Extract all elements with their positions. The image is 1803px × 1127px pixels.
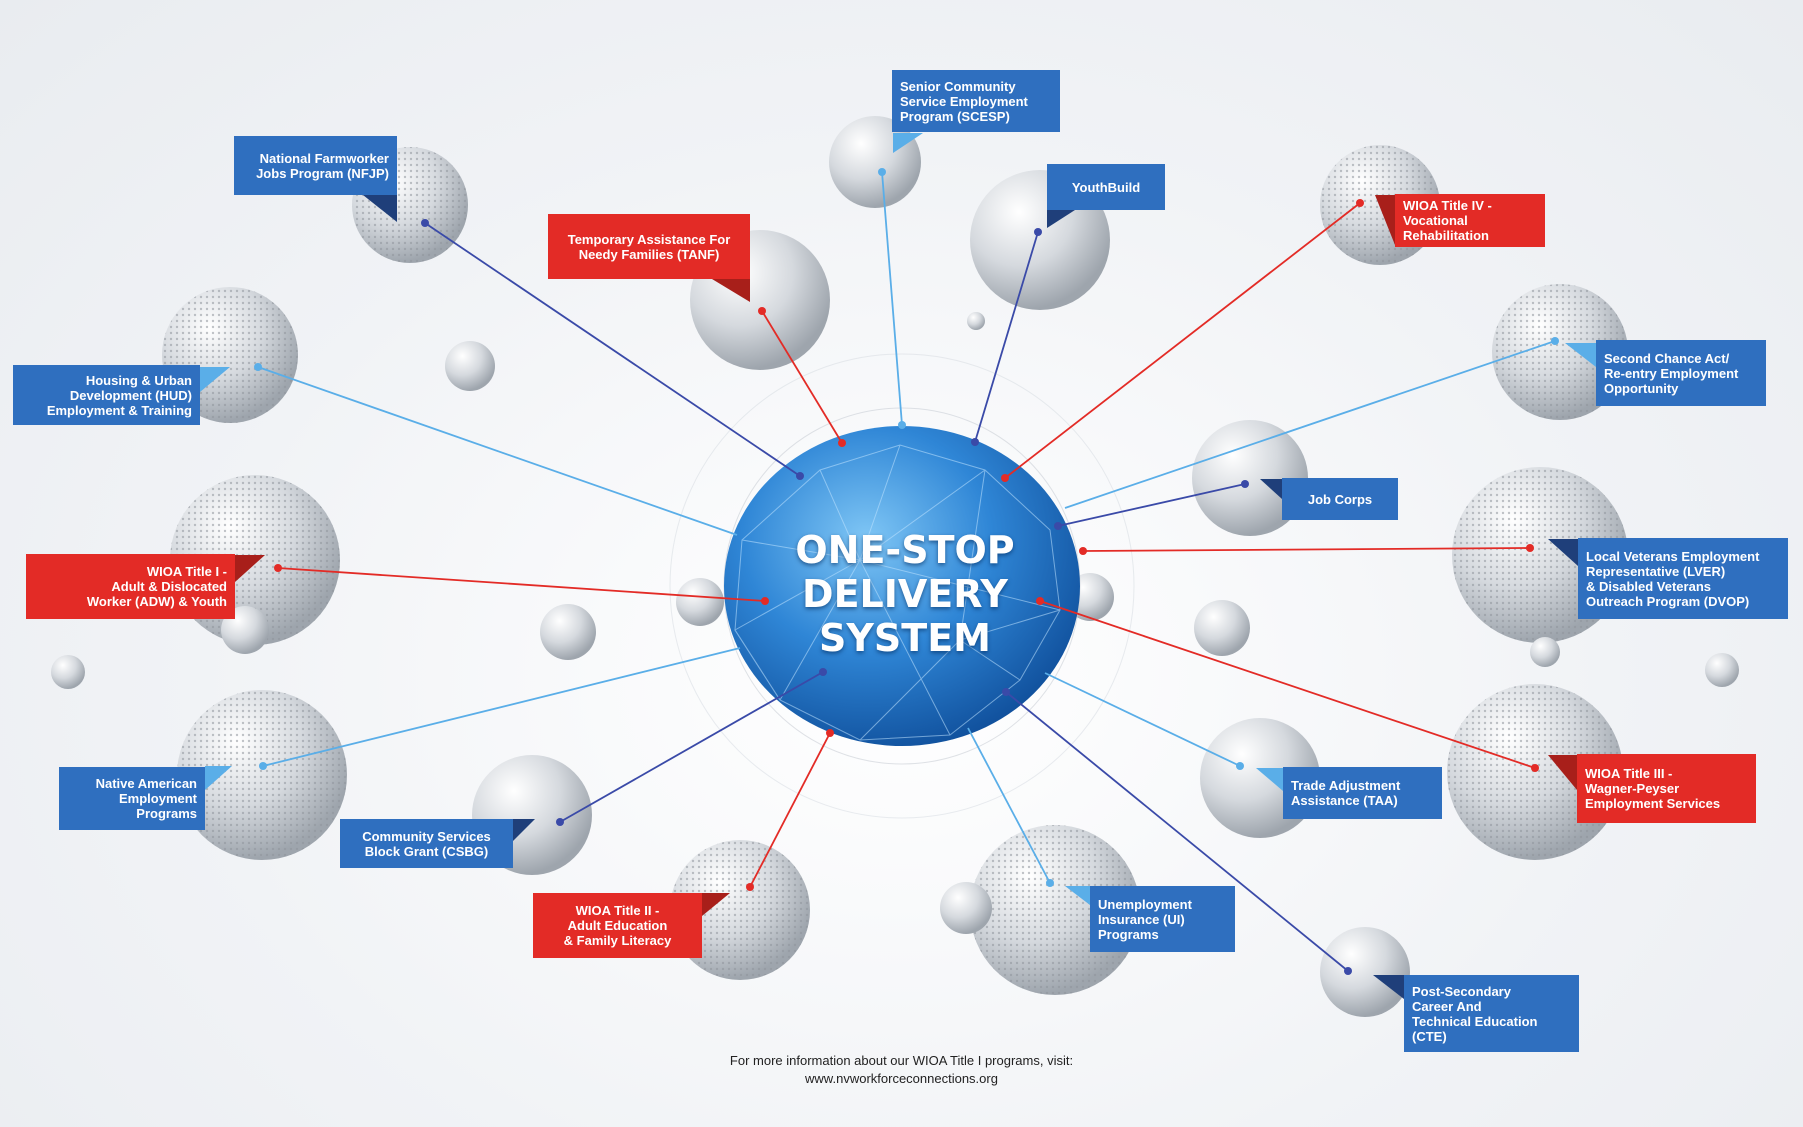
sphere — [177, 690, 347, 860]
label-text: Unemployment Insurance (UI) Programs — [1098, 896, 1192, 942]
sphere — [940, 882, 992, 934]
label-text: WIOA Title IV - Vocational Rehabilitatio… — [1403, 198, 1492, 243]
label-scesp: Senior Community Service Employment Prog… — [892, 70, 1060, 132]
label-taa: Trade Adjustment Assistance (TAA) — [1283, 767, 1442, 819]
sphere — [676, 578, 724, 626]
label-text: Job Corps — [1307, 491, 1373, 507]
label-second-chance: Second Chance Act/ Re-entry Employment O… — [1596, 340, 1766, 406]
label-pointers — [200, 133, 1596, 999]
label-tanf: Temporary Assistance For Needy Families … — [548, 214, 750, 279]
sphere — [967, 312, 985, 330]
label-job-corps: Job Corps — [1282, 478, 1398, 520]
connector-job-corps — [1057, 483, 1246, 527]
connector-csbg — [559, 671, 824, 823]
label-wioa-iii: WIOA Title III - Wagner-Peyser Employmen… — [1577, 754, 1756, 823]
label-text: WIOA Title III - Wagner-Peyser Employmen… — [1585, 766, 1721, 811]
center-title: ONE-STOP DELIVERY SYSTEM — [795, 528, 1015, 660]
label-text: Second Chance Act/ Re-entry Employment O… — [1604, 350, 1739, 396]
sphere — [1320, 927, 1410, 1017]
label-text: WIOA Title I - Adult & Dislocated Worker… — [86, 564, 227, 609]
footer: For more information about our WIOA Titl… — [600, 1052, 1203, 1088]
label-text: WIOA Title II - Adult Education & Family… — [563, 903, 672, 948]
connector-second-chance — [1064, 340, 1556, 509]
connector-lver — [1082, 547, 1531, 552]
connector-wioa-i — [277, 567, 766, 602]
sphere — [1192, 420, 1308, 536]
central-globe — [669, 353, 1135, 819]
connector-wioa-iii — [1039, 600, 1536, 769]
connector-scesp — [881, 171, 903, 426]
connector-youthbuild — [974, 231, 1039, 443]
connector-cte — [1005, 691, 1349, 972]
connector-hud — [257, 366, 738, 536]
sphere — [445, 341, 495, 391]
label-ui: Unemployment Insurance (UI) Programs — [1090, 886, 1235, 952]
sphere — [51, 655, 85, 689]
label-text: Community Services Block Grant (CSBG) — [362, 828, 491, 859]
sphere — [970, 825, 1140, 995]
label-lver: Local Veterans Employment Representative… — [1578, 538, 1788, 619]
label-nfjp: National Farmworker Jobs Program (NFJP) — [234, 136, 397, 195]
sphere — [540, 604, 596, 660]
label-wioa-iv: WIOA Title IV - Vocational Rehabilitatio… — [1395, 194, 1545, 247]
label-wioa-i: WIOA Title I - Adult & Dislocated Worker… — [26, 554, 235, 619]
sphere — [1194, 600, 1250, 656]
label-text: Native American Employment Programs — [95, 776, 197, 821]
label-text: Housing & Urban Development (HUD) Employ… — [46, 372, 192, 418]
label-hud: Housing & Urban Development (HUD) Employ… — [13, 365, 200, 425]
decorative-spheres — [51, 116, 1739, 1017]
connector-nfjp — [424, 222, 801, 477]
sphere — [1705, 653, 1739, 687]
label-csbg: Community Services Block Grant (CSBG) — [340, 819, 513, 868]
label-text: Post-Secondary Career And Technical Educ… — [1412, 983, 1538, 1044]
label-text: Local Veterans Employment Representative… — [1586, 548, 1760, 609]
connector-ui — [967, 727, 1051, 884]
label-cte: Post-Secondary Career And Technical Educ… — [1404, 975, 1579, 1052]
connector-taa — [1044, 672, 1241, 767]
label-text: YouthBuild — [1071, 179, 1141, 195]
connector-wioa-ii — [749, 732, 831, 888]
label-text: Senior Community Service Employment Prog… — [900, 78, 1028, 124]
label-native: Native American Employment Programs — [59, 767, 205, 830]
footer-url[interactable]: www.nvworkforceconnections.org — [805, 1071, 998, 1086]
connector-dots — [254, 168, 1559, 975]
label-text: National Farmworker Jobs Program (NFJP) — [256, 150, 389, 181]
label-text: Temporary Assistance For Needy Families … — [567, 231, 731, 262]
sphere — [1492, 284, 1628, 420]
footer-text: For more information about our WIOA Titl… — [729, 1053, 1074, 1068]
sphere — [670, 840, 810, 980]
label-text: Trade Adjustment Assistance (TAA) — [1291, 778, 1401, 808]
connector-wioa-iv — [1004, 202, 1361, 479]
connector-lines — [257, 171, 1556, 972]
label-wioa-ii: WIOA Title II - Adult Education & Family… — [533, 893, 702, 958]
sphere — [1530, 637, 1560, 667]
label-youthbuild: YouthBuild — [1047, 164, 1165, 210]
connector-tanf — [761, 310, 843, 444]
connector-native — [262, 647, 741, 767]
